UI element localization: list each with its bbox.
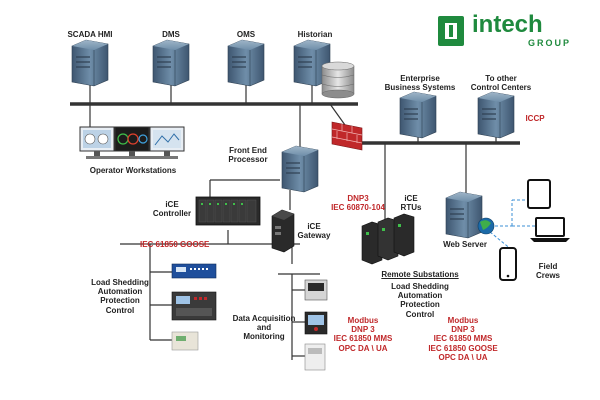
logo-word: intech	[472, 11, 543, 38]
dms-server-icon	[152, 39, 190, 87]
intech-logo-mark	[438, 16, 464, 46]
label-iccp: ICCP	[525, 114, 545, 123]
tablet-icon	[527, 179, 551, 209]
protection-relay-icon	[171, 263, 217, 279]
label-ice-controller: iCE Controller	[152, 200, 192, 219]
firewall-icon	[331, 121, 363, 151]
oms-server-icon	[227, 39, 265, 87]
label-oms: OMS	[236, 30, 256, 39]
label-dnp3-iec104: DNP3 IEC 60870-104	[331, 194, 385, 213]
label-iec61850-goose: IEC 61850 GOOSE	[140, 240, 210, 249]
database-icon	[321, 61, 355, 99]
globe-icon	[477, 217, 495, 235]
connection-lines	[70, 85, 520, 360]
control-module-icon	[171, 331, 199, 351]
label-enterprise: Enterprise Business Systems	[384, 74, 456, 93]
power-meter-icon-2	[304, 311, 328, 335]
operator-workstations-icon	[79, 126, 185, 159]
label-load-shedding-right: Load Shedding Automation Protection Cont…	[391, 282, 449, 319]
label-scada-hmi: SCADA HMI	[67, 30, 113, 39]
scada-hmi-server-icon	[71, 39, 109, 87]
front-end-processor-icon	[281, 145, 319, 193]
label-dms: DMS	[162, 30, 180, 39]
label-historian: Historian	[297, 30, 333, 39]
ice-controller-icon	[195, 196, 261, 226]
automation-controller-icon	[171, 291, 217, 321]
laptop-icon	[530, 217, 570, 242]
ice-gateway-icon	[271, 209, 295, 253]
label-ice-rtus: iCE RTUs	[400, 194, 422, 213]
label-front-end-processor: Front End Processor	[228, 146, 268, 165]
label-field-crews: Field Crews	[535, 262, 560, 281]
label-remote-substations: Remote Substations	[381, 270, 459, 279]
power-meter-icon-1	[304, 279, 328, 301]
web-server-icon	[445, 191, 483, 239]
logo-sub: GROUP	[528, 38, 572, 48]
enterprise-server-icon	[399, 91, 437, 139]
other-control-centers-server-icon	[477, 91, 515, 139]
label-other-control-centers: To other Control Centers	[470, 74, 532, 93]
label-data-acquisition: Data Acquisition and Monitoring	[232, 314, 296, 342]
label-protocols-middle: Modbus DNP 3 IEC 61850 MMS OPC DA \ UA	[333, 316, 393, 353]
label-ice-gateway: iCE Gateway	[297, 222, 331, 241]
label-load-shedding-left: Load Shedding Automation Protection Cont…	[91, 278, 149, 315]
label-operator-workstations: Operator Workstations	[89, 166, 177, 175]
label-protocols-right: Modbus DNP 3 IEC 61850 MMS IEC 61850 GOO…	[428, 316, 498, 362]
label-web-server: Web Server	[443, 240, 487, 249]
io-module-icon	[304, 343, 326, 371]
intech-logo: intech GROUP	[436, 11, 596, 54]
phone-icon	[499, 247, 517, 281]
ice-rtus-icon	[361, 213, 415, 265]
